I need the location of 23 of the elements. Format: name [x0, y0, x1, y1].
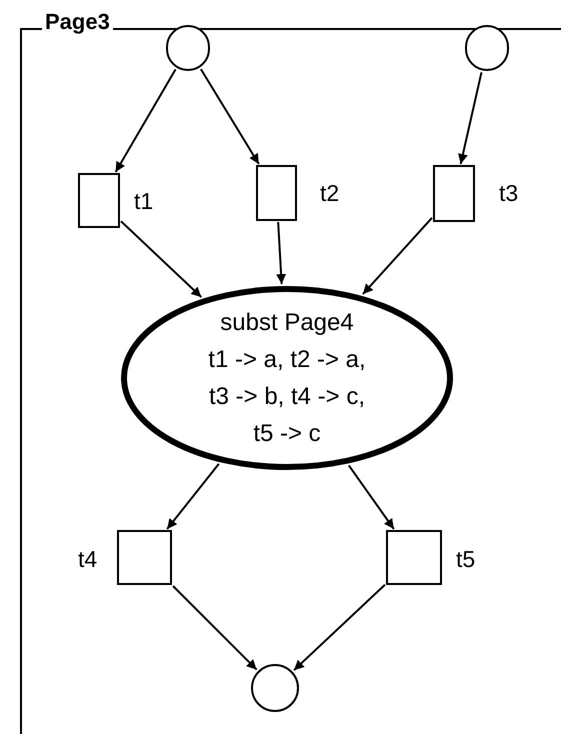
transition-label: t3	[499, 182, 518, 205]
arrow	[172, 585, 258, 670]
transition-box	[386, 530, 442, 585]
transition-box	[117, 530, 172, 585]
arrow	[293, 584, 386, 671]
transition-label: t5	[456, 548, 476, 571]
substitution-text: subst Page4	[219, 308, 355, 338]
arrow	[120, 220, 202, 298]
substitution-ellipse	[121, 286, 453, 470]
transition-box	[433, 165, 475, 222]
arrow	[200, 68, 260, 165]
arrow	[458, 72, 482, 164]
transition-label: t2	[320, 182, 340, 205]
transition-box	[256, 165, 297, 221]
arrow	[166, 463, 220, 530]
transition-box	[78, 173, 120, 228]
arrow	[348, 464, 395, 530]
arrow	[362, 217, 433, 295]
arrow	[114, 68, 176, 172]
transition-label: t4	[78, 548, 98, 571]
substitution-text: t1 -> a, t2 -> a, t3 -> b, t4 -> c, t5 -> c	[207, 345, 367, 449]
transition-label: t1	[134, 190, 154, 213]
arrow	[276, 222, 286, 284]
